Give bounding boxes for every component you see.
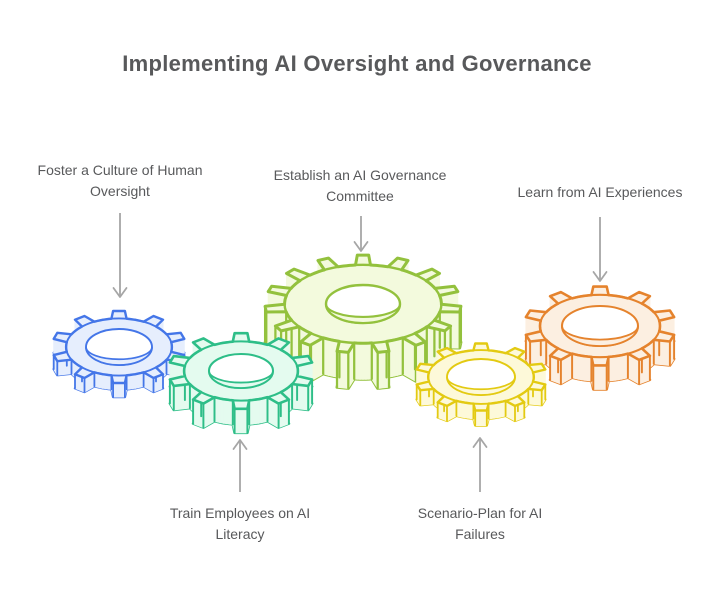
gear-green-large <box>263 253 463 391</box>
arrow-up <box>232 439 248 492</box>
label-train-literacy: Train Employees on AI Literacy <box>169 505 311 542</box>
gear-yellow <box>415 342 547 427</box>
arrow-up <box>472 437 488 492</box>
diagram-title: Implementing AI Oversight and Governance <box>122 51 592 76</box>
arrow-down <box>112 213 128 298</box>
gear-orange <box>524 285 676 391</box>
label-establish-committee: Establish an AI Governance Committee <box>273 167 447 204</box>
gear-teal <box>168 331 314 435</box>
arrow-down <box>353 216 369 252</box>
label-foster-culture: Foster a Culture of Human Oversight <box>37 162 203 199</box>
label-learn-experiences: Learn from AI Experiences <box>517 184 683 200</box>
label-scenario-plan: Scenario-Plan for AI Failures <box>417 505 543 542</box>
arrow-down <box>592 217 608 282</box>
gear-blue <box>52 309 186 399</box>
